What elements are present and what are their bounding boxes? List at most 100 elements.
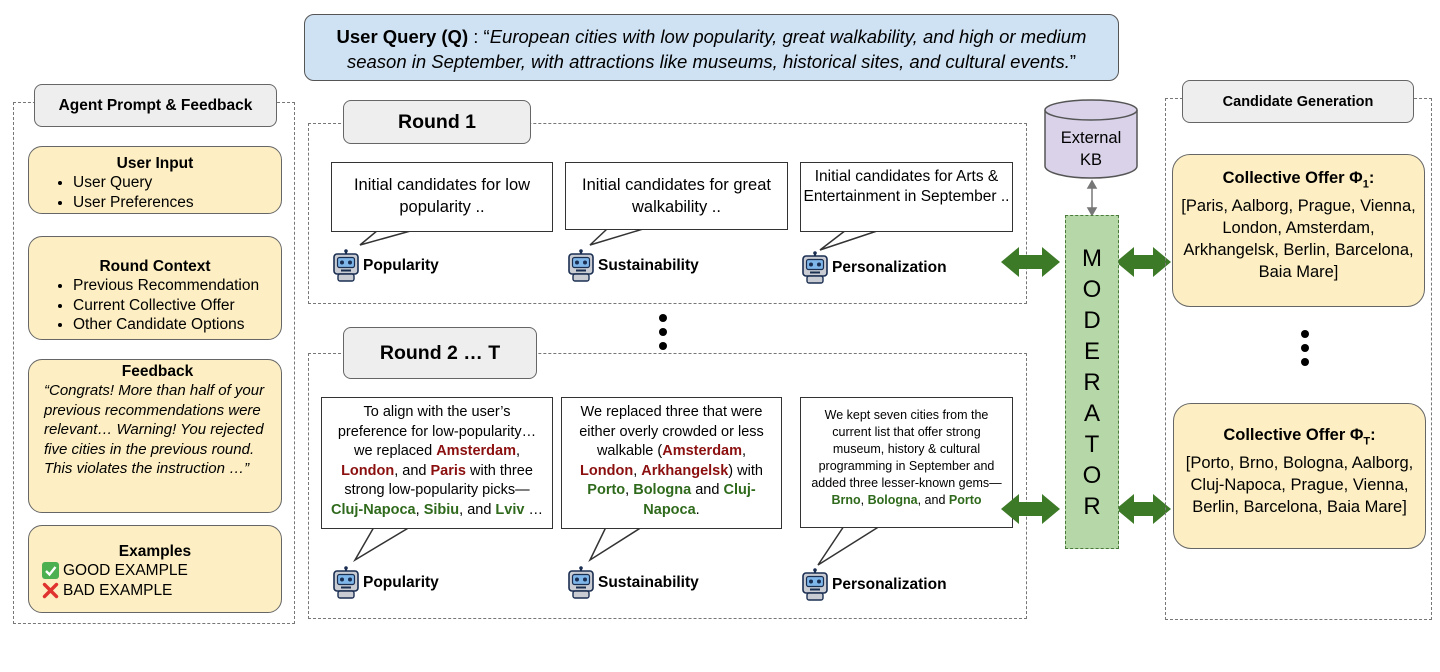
offer1-title-text: Collective Offer Φ xyxy=(1222,169,1363,187)
offerT-title: Collective Offer ΦT: xyxy=(1180,424,1419,452)
round-context-title: Round Context xyxy=(99,258,211,275)
moderator-letter: A xyxy=(1083,399,1100,427)
offerT-cities: [Porto, Brno, Bologna, Aalborg, Cluj-Nap… xyxy=(1185,454,1414,517)
bubble-text: We kept seven cities from the current li… xyxy=(811,408,1002,490)
query-close: ” xyxy=(1069,51,1077,72)
round2-agent-popularity: Popularity xyxy=(331,566,439,599)
external-kb-cylinder xyxy=(1044,99,1138,179)
examples-box: Examples GOOD EXAMPLE BAD EXAMPLE xyxy=(28,525,282,613)
offerT-title-text: Collective Offer Φ xyxy=(1223,426,1364,444)
agent-label: Personalization xyxy=(832,258,947,276)
user-query-box: User Query (Q) : “European cities with l… xyxy=(304,14,1119,81)
added-city: Bologna xyxy=(633,482,692,498)
removed-city: London xyxy=(580,462,634,479)
robot-icon xyxy=(333,566,359,599)
robot-icon xyxy=(333,249,359,282)
bubble-text: , and xyxy=(459,501,496,518)
kb-line1: External xyxy=(1060,129,1122,147)
agent-label: Personalization xyxy=(832,575,947,593)
check-mark-icon xyxy=(42,562,59,580)
double-arrow-icon xyxy=(1116,247,1171,277)
bubble-text: We replaced three that were either overl… xyxy=(579,404,764,459)
moderator-letter: T xyxy=(1084,430,1100,458)
round-context-box: Round Context Previous Recommendation Cu… xyxy=(28,236,282,340)
offerT-colon: : xyxy=(1370,426,1376,444)
robot-icon xyxy=(568,566,594,599)
round1-bubble-sustainability: Initial candidates for great walkability… xyxy=(565,162,788,230)
bubble-text: Initial candidates for low popularity .. xyxy=(353,176,531,216)
bubble-text: , xyxy=(860,493,868,507)
list-item: Previous Recommendation xyxy=(73,276,281,296)
round2-agent-personalization: Personalization xyxy=(800,568,947,601)
bubble-text: , and xyxy=(917,493,949,507)
added-city: Porto xyxy=(587,482,626,498)
round1-agent-sustainability: Sustainability xyxy=(566,249,699,282)
bubble-text: , xyxy=(625,482,634,498)
bad-example-label: BAD EXAMPLE xyxy=(63,581,173,599)
collective-offer-T-box: Collective Offer ΦT: [Porto, Brno, Bolog… xyxy=(1173,403,1426,549)
examples-list: GOOD EXAMPLE BAD EXAMPLE xyxy=(29,561,281,600)
removed-city: Amsterdam xyxy=(662,443,743,459)
double-arrow-icon xyxy=(1116,494,1171,524)
candidate-generation-title: Candidate Generation xyxy=(1182,80,1414,123)
offer1-title: Collective Offer Φ1: xyxy=(1179,167,1418,195)
list-item: User Preferences xyxy=(73,193,281,213)
kb-line2: KB xyxy=(1079,151,1102,169)
offer1-cities: [Paris, Aalborg, Prague, Vienna, London,… xyxy=(1181,197,1416,282)
round-context-list: Previous Recommendation Current Collecti… xyxy=(29,276,281,335)
collective-offer-1-box: Collective Offer Φ1: [Paris, Aalborg, Pr… xyxy=(1172,154,1425,307)
round1-panel xyxy=(308,123,1027,304)
list-item: User Query xyxy=(73,173,281,193)
moderator-letter: O xyxy=(1082,461,1102,489)
removed-city: Arkhangelsk xyxy=(641,462,729,479)
moderator-box: M O D E R A T O R xyxy=(1065,215,1119,549)
added-city: Cluj-Napoca xyxy=(331,501,416,518)
round2-bubble-sustainability: We replaced three that were either overl… xyxy=(561,397,782,529)
round1-bubble-popularity: Initial candidates for low popularity .. xyxy=(331,162,553,232)
added-city: Cluj-Napoca xyxy=(643,482,756,518)
feedback-text: “Congrats! More than half of your previo… xyxy=(44,382,265,477)
user-input-box: User Input User Query User Preferences xyxy=(28,146,282,214)
round1-bubble-personalization: Initial candidates for Arts & Entertainm… xyxy=(800,162,1013,232)
good-example-label: GOOD EXAMPLE xyxy=(63,562,188,579)
bubble-text: , xyxy=(515,443,521,459)
bubble-text: … xyxy=(524,501,543,518)
robot-icon xyxy=(802,251,828,284)
good-example: GOOD EXAMPLE xyxy=(42,561,281,581)
moderator-letter: O xyxy=(1082,275,1102,303)
bubble-text: and xyxy=(691,482,724,498)
vertical-ellipsis-icon xyxy=(659,314,667,356)
kb-moderator-arrow xyxy=(1086,179,1098,217)
moderator-letter: D xyxy=(1083,306,1101,334)
moderator-letter: M xyxy=(1082,244,1102,272)
removed-city: London xyxy=(341,462,395,479)
agent-label: Popularity xyxy=(363,573,439,591)
moderator-letter: R xyxy=(1083,492,1101,520)
vertical-ellipsis-icon xyxy=(1301,330,1309,372)
bad-example: BAD EXAMPLE xyxy=(42,581,281,601)
query-separator: : “ xyxy=(468,26,490,47)
agent-label: Sustainability xyxy=(598,573,699,591)
query-text-line1: European cities with low popularity, gre… xyxy=(489,26,1087,47)
offerT-subscript: T xyxy=(1363,435,1371,448)
added-city: Porto xyxy=(948,493,982,507)
added-city: Lviv xyxy=(495,501,525,518)
round2-bubble-personalization: We kept seven cities from the current li… xyxy=(800,397,1013,528)
round1-agent-popularity: Popularity xyxy=(331,249,439,282)
user-input-list: User Query User Preferences xyxy=(29,173,281,212)
bubble-text: , xyxy=(415,501,424,518)
double-arrow-icon xyxy=(1001,494,1060,524)
round2-agent-sustainability: Sustainability xyxy=(566,566,699,599)
bubble-text: . xyxy=(695,501,700,518)
round2-panel xyxy=(308,353,1027,619)
query-text-line2: season in September, with attractions li… xyxy=(346,51,1070,72)
external-kb-label: External KB xyxy=(1045,127,1137,171)
removed-city: Paris xyxy=(430,462,466,479)
bubble-text: ) with xyxy=(728,462,763,479)
robot-icon xyxy=(568,249,594,282)
bubble-text: , and xyxy=(394,462,431,479)
agent-prompt-title: Agent Prompt & Feedback xyxy=(34,84,277,127)
round2-bubble-popularity: To align with the user’s preference for … xyxy=(321,397,553,529)
